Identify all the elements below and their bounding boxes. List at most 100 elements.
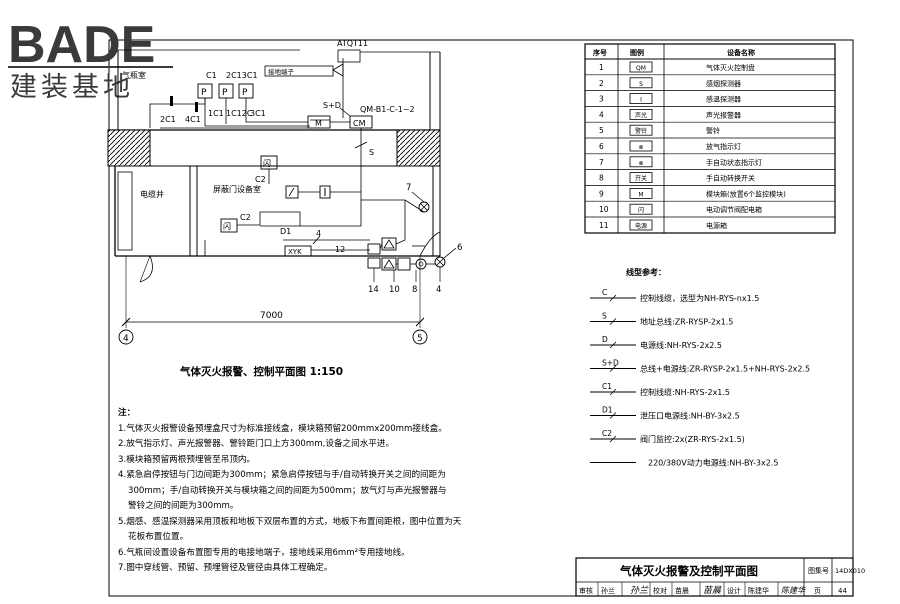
damper-box-bottom [220, 218, 238, 233]
label-c2-bottom: C2 [240, 213, 251, 222]
plan-title: 气体灭火报警、控制平面图 1:150 [179, 365, 343, 378]
line-code: D1 [602, 406, 613, 415]
sheet-border [108, 39, 854, 597]
line-description: 阀门监控:2x(ZR-RYS-2x1.5) [640, 434, 745, 444]
label-14: 14 [368, 285, 379, 295]
legend-symbol-icon [629, 203, 653, 215]
legend-row-symbol: ⊗ [638, 160, 643, 167]
wiring-bottle-room [149, 98, 330, 129]
label-10: 10 [389, 285, 400, 295]
dimension-7000: 7000 [260, 311, 283, 321]
note-line: 花板布置位置。 [128, 532, 189, 542]
design-signature: 陈建华 [781, 586, 806, 595]
check-name: 苗晨 [675, 587, 689, 595]
label-2c1: 2C1 [160, 115, 176, 124]
legend-row-no: 5 [599, 126, 604, 135]
note-line: 警铃之间的间距为300mm。 [128, 501, 239, 511]
legend-row-no: 8 [599, 174, 604, 183]
check-signature: 苗晨 [703, 585, 722, 596]
label-c2-top: C2 [255, 175, 266, 184]
legend-symbol-icon [629, 124, 653, 136]
legend-row-name: 声光报警器 [706, 110, 741, 119]
line-description: 总线+电源线:ZR-RYSP-2x1.5+NH-RYS-2x2.5 [640, 364, 810, 374]
legend-row-no: 6 [599, 142, 604, 151]
svg-text:P: P [222, 88, 228, 98]
line-code: C2 [602, 429, 612, 438]
note-line: 4.紧急启停按钮与门边间距为300mm；紧急启停按钮与手/自动转换开关之间的间距… [118, 470, 446, 480]
legend-row-name: 放气指示灯 [706, 142, 741, 151]
room-bottle: 气瓶室 [122, 70, 146, 80]
label-c1-top: C1 [206, 71, 217, 80]
logo-sub: 建装基地 [10, 72, 134, 103]
label-4c1: 4C1 [185, 115, 201, 124]
label-grounding: 接地端子 [268, 67, 295, 76]
legend-row-symbol: 声光 [635, 111, 647, 119]
pressure-switches: P P P [197, 83, 254, 99]
legend-row-no: 9 [599, 189, 604, 198]
legend-row-name: 电源箱 [706, 221, 727, 230]
label-c2c3c1: 2C13C1 [226, 71, 258, 80]
legend-row-name: 感烟探测器 [706, 79, 741, 88]
note-line: 7.图中穿线管、预留、预埋管径及管径由具体工程确定。 [118, 563, 333, 573]
label-sd: S+D [323, 101, 341, 110]
label-8: 8 [412, 285, 417, 295]
door-devices [367, 237, 457, 282]
atqt-arrow [332, 63, 344, 77]
legend-symbol-icon [629, 156, 653, 168]
page-label: 页 [814, 587, 821, 595]
axis-5 [412, 329, 428, 345]
line-reference: 线型参考： C控制线缆，选型为NH-RYS-nx1.5S地址总线:ZR-RYSP… [590, 267, 810, 468]
legend-symbol-icon [629, 219, 653, 231]
svg-text:闪: 闪 [223, 222, 231, 231]
logo-brand: BADE [8, 16, 155, 74]
line-code: C [602, 288, 607, 297]
line-description: 220/380V动力电源线:NH-BY-3x2.5 [648, 458, 778, 468]
line-description: 控制线缆:NH-RYS-2x1.5 [640, 387, 730, 397]
legend-header-symbol: 图例 [630, 48, 644, 57]
svg-text:闪: 闪 [263, 159, 271, 168]
room-shaft: 电缆井 [140, 189, 164, 199]
legend-row-symbol: 闪 [638, 206, 644, 214]
note-line: 5.烟感、感温探测器采用顶板和地板下双层布置的方式，地板下布置间距根，图中位置为… [118, 516, 462, 527]
grounding-box [264, 65, 334, 77]
legend-header-no: 序号 [592, 48, 607, 57]
note-line: 1.气体灭火报警设备预埋盒尺寸为标准接线盒，模块箱预留200mmx200mm接线… [118, 423, 447, 434]
legend-row-symbol: QM [636, 65, 646, 72]
legend-row-symbol: 电源 [635, 222, 647, 230]
legend-row-symbol: S [639, 81, 643, 88]
xyk-box [284, 245, 312, 257]
line-description: 地址总线:ZR-RYSP-2x1.5 [640, 317, 733, 327]
legend-row-no: 7 [599, 158, 604, 167]
legend-symbol-icon [629, 140, 653, 152]
atlas-number: 14DX010 [835, 567, 865, 575]
line-ref-title: 线型参考： [626, 267, 666, 277]
label-7: 7 [406, 183, 411, 193]
legend-symbol-icon [629, 172, 653, 184]
label-1c12c: 1C12C [226, 109, 253, 118]
legend-row-no: 2 [599, 79, 604, 88]
legend-symbol-icon [629, 93, 653, 104]
legend-row-no: 3 [599, 95, 604, 104]
notes-title: 注： [118, 408, 136, 418]
legend-row-name: 模块箱(放置6个监控模块) [706, 189, 786, 198]
svg-text:XYK: XYK [288, 248, 302, 256]
title-block: 气体灭火报警及控制平面图 图集号 14DX010 审核 孙兰 孙兰 校对 苗晨 … [575, 557, 865, 597]
review-name: 孙兰 [601, 586, 615, 595]
label-3c1: 3C1 [250, 109, 266, 118]
legend-symbol-icon [629, 109, 653, 120]
legend-row-no: 11 [599, 221, 609, 230]
room-equipment: 屏蔽门设备室 [213, 184, 261, 194]
line-description: 电源线:NH-RYS-2x2.5 [640, 340, 722, 350]
label-12: 12 [335, 245, 345, 254]
note-line: 2.放气指示灯、声光报警器、警铃距门口上方300mm,设备之间水平进。 [118, 439, 395, 449]
label-4b: 4 [436, 285, 441, 295]
svg-text:5: 5 [417, 334, 423, 344]
legend-symbol-icon [629, 77, 653, 89]
legend-row-name: 感温探测器 [706, 95, 741, 104]
review-label: 审核 [579, 586, 593, 595]
design-label: 设计 [727, 586, 741, 595]
floor-plan: 气瓶室 电缆井 屏蔽门设备室 ATQT11 接地端子 C1 2C13C1 P P… [107, 39, 462, 378]
check-label: 校对 [653, 586, 667, 595]
